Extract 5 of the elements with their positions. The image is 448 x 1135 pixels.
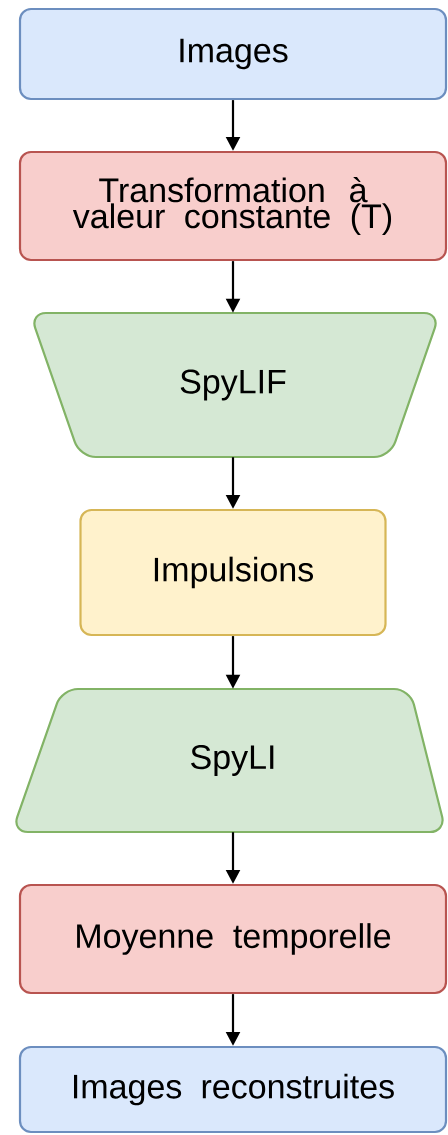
process-box: Images xyxy=(18,7,448,101)
process-box: Impulsions xyxy=(79,508,387,637)
process-box: Images reconstruites xyxy=(18,1045,448,1134)
process-box: Moyenne temporelle xyxy=(18,883,448,995)
process-box: Transformation à valeur constante (T) xyxy=(18,150,448,262)
